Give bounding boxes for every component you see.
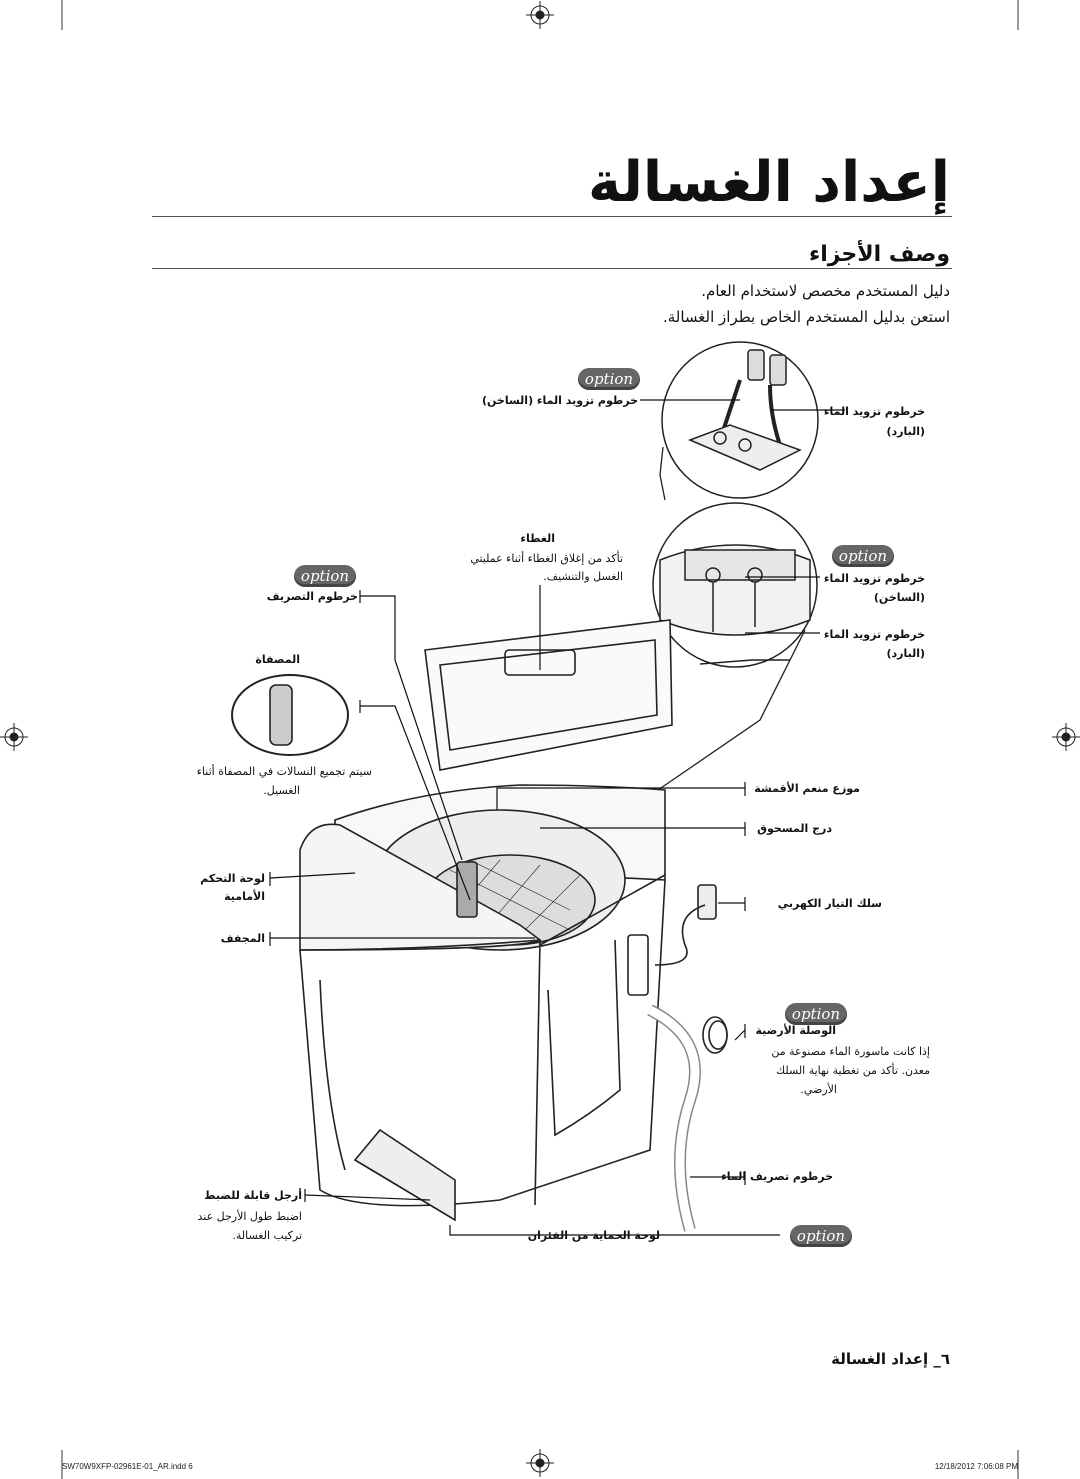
ground-wire-label: الوصلة الأرضية	[755, 1024, 836, 1037]
drain-hose-label: خرطوم تصريف الماء	[721, 1170, 833, 1183]
washer-illustration	[231, 619, 728, 1232]
faucet-inset	[661, 341, 819, 499]
leveling-desc-2: تركيب الغسالة.	[232, 1229, 302, 1242]
cold-hose-mid-label: خرطوم تزويد الماء	[823, 628, 925, 641]
cold-hose-top-label: خرطوم تزويد الماء	[823, 405, 925, 418]
control-panel-label: لوحة التحكم	[200, 872, 265, 885]
protection-panel-label: لوحة الحماية من الفئران	[527, 1229, 660, 1242]
page-title: إعداد الغسالة	[587, 150, 950, 215]
leveling-desc-1: اضبط طول الأرجل عند	[197, 1210, 302, 1223]
option-badge: option	[294, 565, 356, 587]
lid-desc-1: تأكد من إغلاق الغطاء أثناء عمليتي	[470, 552, 623, 565]
option-badge: option	[832, 545, 894, 567]
ground-desc-2: معدن. تأكد من تغطية نهاية السلك	[776, 1064, 930, 1077]
filter-desc-1: سيتم تجميع النسالات في المصفاة أثناء	[196, 765, 372, 778]
cold-hose-mid-sub-label: (البارد)	[886, 647, 925, 660]
drain-hose-top-label: خرطوم التصريف	[266, 590, 358, 603]
rear-inset	[652, 502, 818, 668]
control-panel-label-2: الأمامية	[224, 890, 265, 903]
hot-hose-mid-label: خرطوم تزويد الماء	[823, 572, 925, 585]
softener-dispenser-label: موزع منعم الأقمشة	[754, 782, 860, 795]
registration-mark-left	[0, 723, 28, 751]
ground-desc-3: الأرضي.	[800, 1083, 837, 1096]
cold-hose-top-sub-label: (البارد)	[886, 425, 925, 438]
callout-lines	[269, 399, 845, 1236]
filter-label: المصفاة	[255, 653, 300, 666]
intro-line-2: استعن بدليل المستخدم الخاص بطراز الغسالة…	[662, 308, 950, 326]
ground-desc-1: إذا كانت ماسورة الماء مصنوعة من	[771, 1045, 930, 1058]
subtitle-rule	[152, 268, 952, 269]
hot-hose-mid-sub-label: (الساخن)	[873, 591, 925, 604]
crop-marks	[61, 0, 1019, 1479]
option-badge: option	[578, 368, 640, 390]
registration-mark-top	[526, 1, 554, 29]
timestamp: 12/18/2012 7:06:08 PM	[934, 1462, 1018, 1471]
registration-mark-bottom	[526, 1449, 554, 1477]
inset-connectors	[657, 446, 806, 791]
power-cord-label: سلك التيار الكهربي	[777, 897, 882, 910]
filter-desc-2: الغسيل.	[263, 784, 300, 797]
page-footer: ٦_ إعداد الغسالة	[831, 1350, 950, 1368]
option-badge: option	[785, 1003, 847, 1025]
dryer-label: المجفف	[220, 932, 265, 945]
section-title: وصف الأجزاء	[808, 242, 950, 267]
hot-inlet-hose-label: خرطوم تزويد الماء (الساخن)	[481, 394, 638, 407]
option-badge: option	[790, 1225, 852, 1247]
leveling-legs-label: أرجل قابلة للضبط	[204, 1189, 302, 1202]
powder-drawer-label: درج المسحوق	[757, 822, 832, 835]
registration-mark-right	[1052, 723, 1080, 751]
file-reference: SW70W9XFP-02961E-01_AR.indd 6	[62, 1462, 193, 1471]
lid-desc-2: الغسل والتنشيف.	[543, 570, 623, 583]
lid-label: الغطاء	[520, 532, 555, 545]
title-rule	[152, 216, 952, 217]
intro-line-1: دليل المستخدم مخصص لاستخدام العام.	[701, 282, 950, 300]
